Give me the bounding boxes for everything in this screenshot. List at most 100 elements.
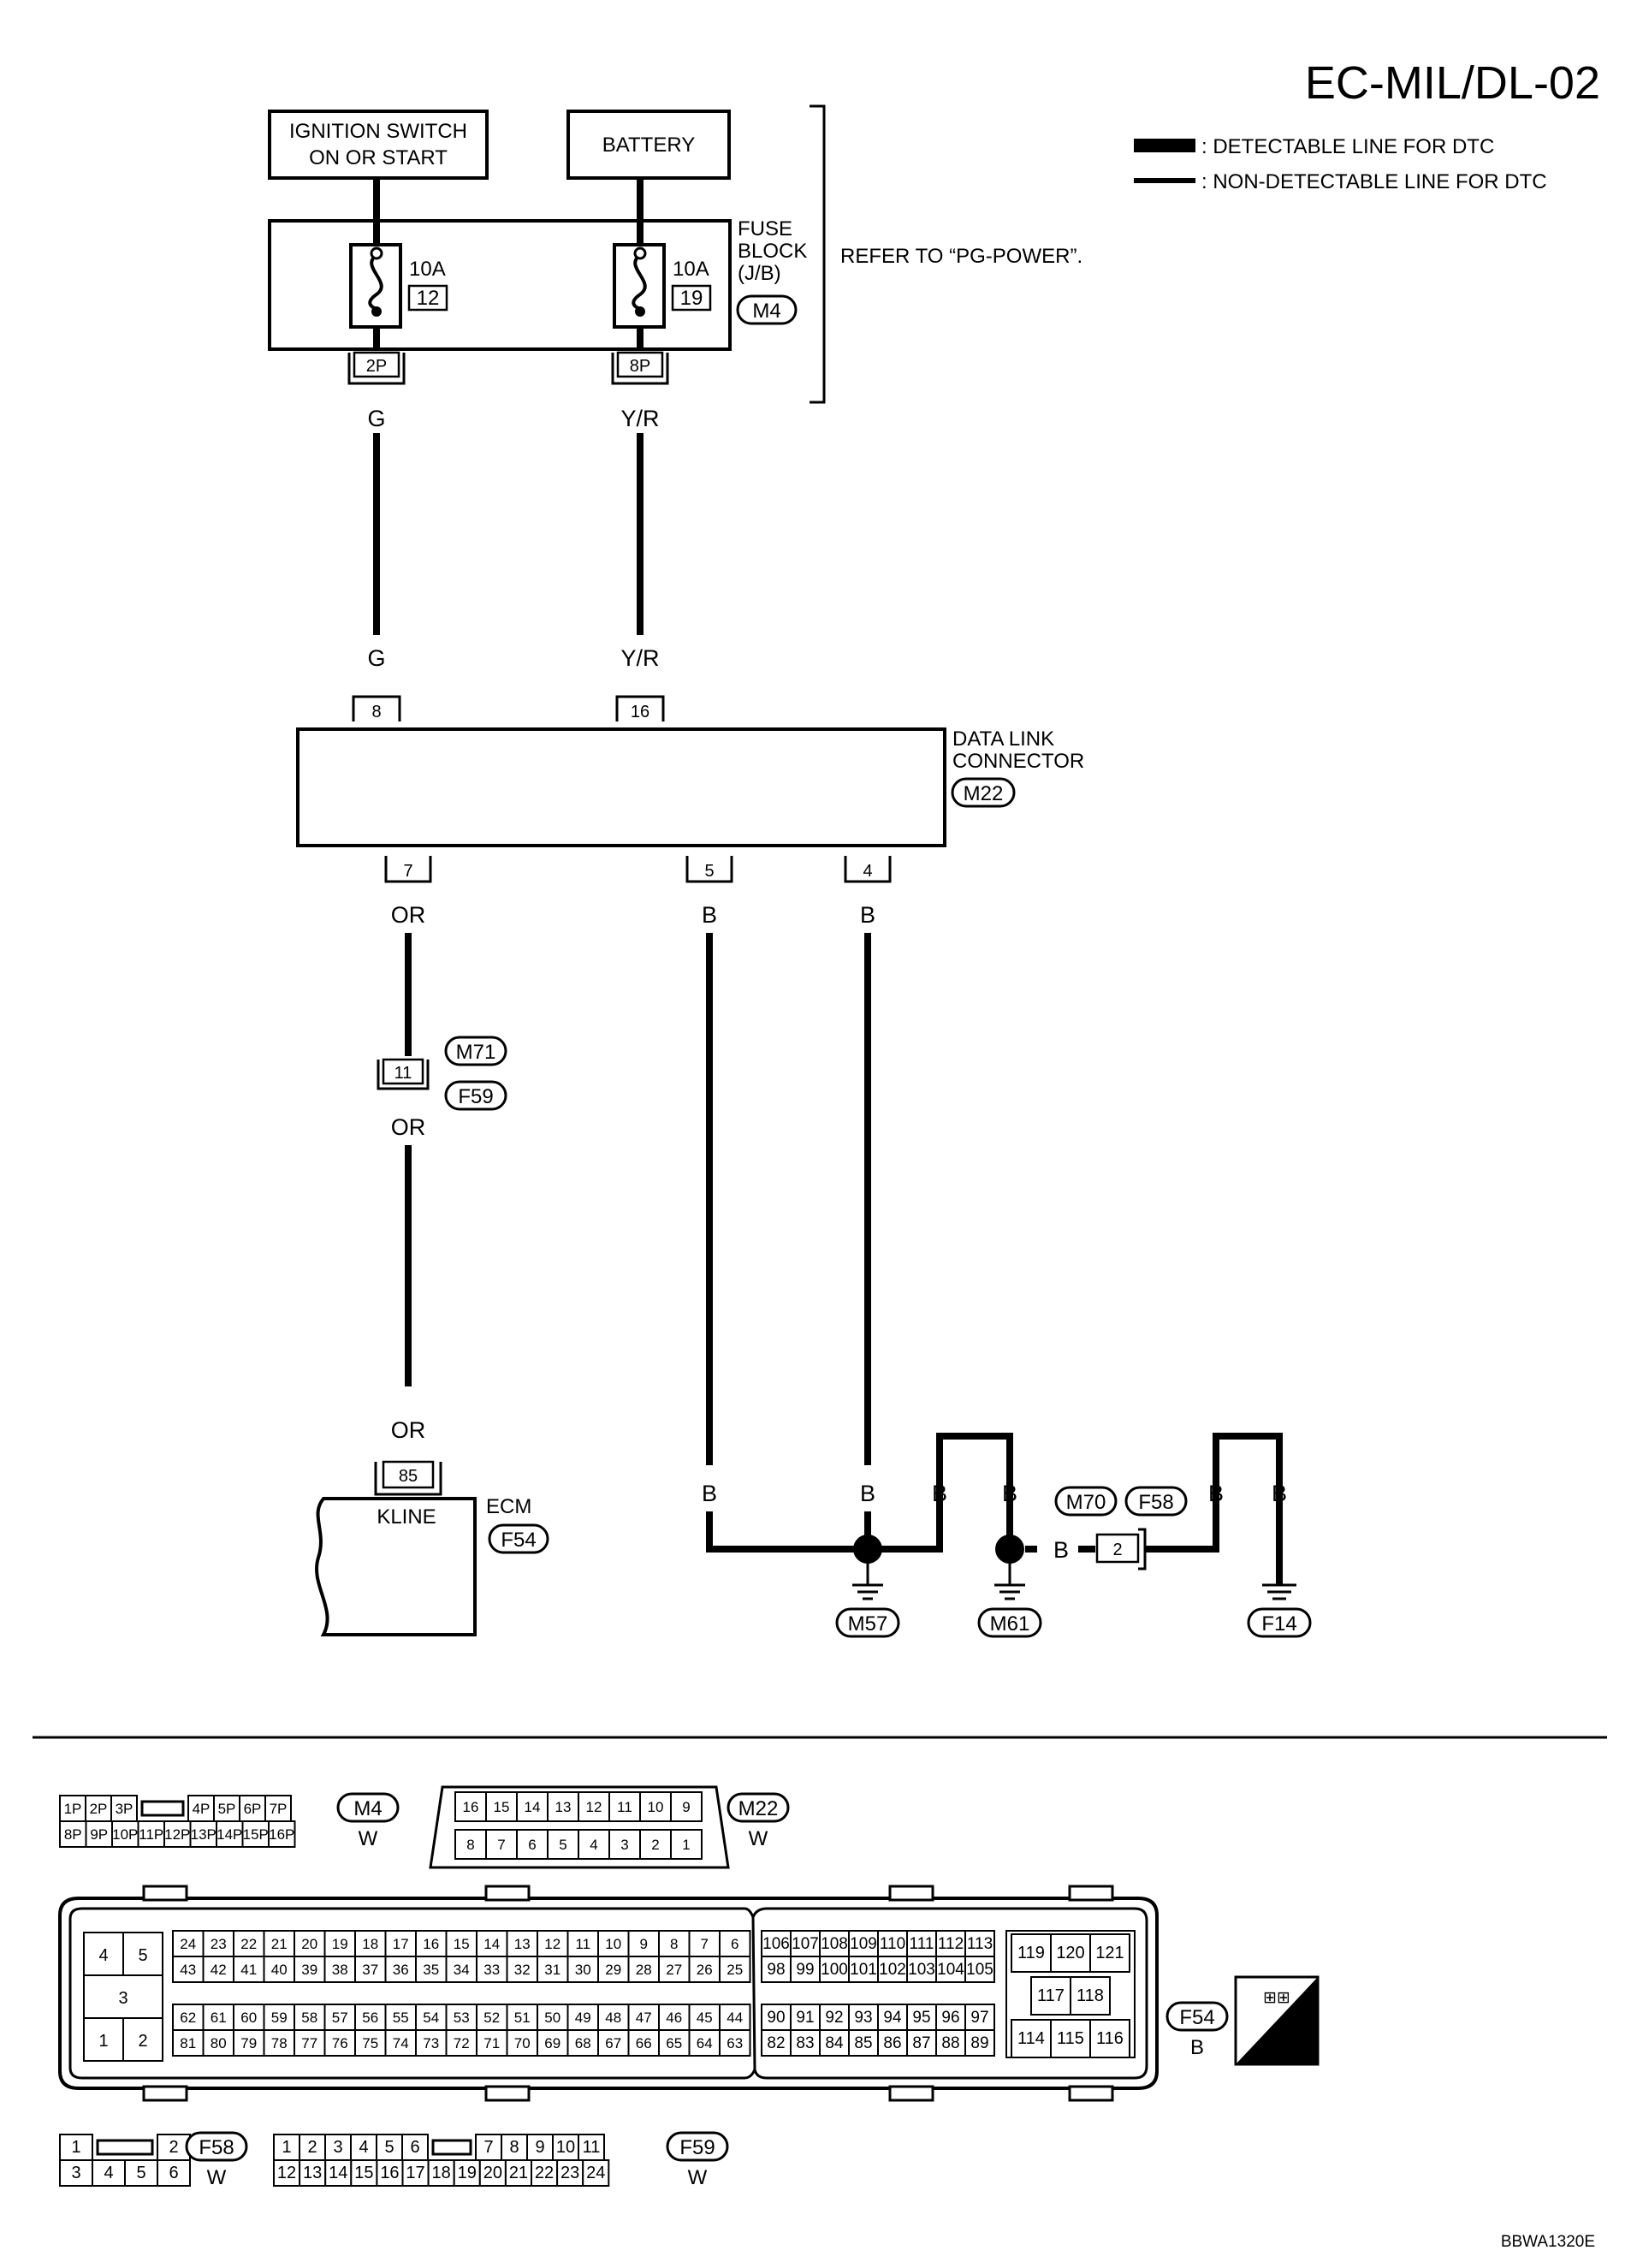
f54-pin: 64: [697, 2035, 713, 2051]
f54-pin: 116: [1096, 2029, 1124, 2048]
ecm-box: [315, 1497, 477, 1636]
f54-pin: 55: [393, 2010, 409, 2026]
f54-pin: 17: [393, 1936, 409, 1952]
f54-pin: 118: [1077, 1986, 1104, 2005]
fuse-block-label-2: BLOCK: [738, 240, 807, 263]
hs-label: H.S.: [1269, 2038, 1309, 2061]
f54-pin: 80: [211, 2035, 227, 2051]
f54-pin: 68: [575, 2035, 591, 2051]
f54-pin: 23: [211, 1936, 227, 1952]
f54-pin: 60: [240, 2010, 257, 2026]
f59-pin: 18: [432, 2164, 451, 2182]
f59-pin: 15: [354, 2164, 373, 2182]
f54-pin: 41: [240, 1962, 257, 1978]
inline-connector-a: M71: [456, 1041, 496, 1064]
f59-pin: 8: [509, 2138, 519, 2157]
ecm-pin-85: 85: [374, 1460, 442, 1496]
m22-pin: 14: [525, 1799, 541, 1815]
f54-pin: 13: [514, 1936, 531, 1952]
f54-pin: 75: [362, 2035, 378, 2051]
f54-pin: 87: [912, 2034, 930, 2052]
m22-pin: 5: [559, 1837, 566, 1853]
fuse-19-number: 19: [680, 287, 703, 310]
dlc-connector: M22: [964, 782, 1004, 805]
f54-pin: 39: [301, 1962, 317, 1978]
wire-color-b-f: B: [1208, 1481, 1224, 1506]
f59-pin: 2: [307, 2138, 317, 2157]
f54-pin: 82: [767, 2034, 785, 2052]
f54-pin: 89: [970, 2034, 988, 2052]
f54-pin: 49: [575, 2010, 591, 2026]
wire-color-b-pin4: B: [860, 902, 875, 928]
m22-pin: 12: [586, 1799, 602, 1815]
f54-pin: 48: [605, 2010, 621, 2026]
m4-pin: 4P: [193, 1801, 211, 1817]
wire-color-or-3: OR: [391, 1417, 426, 1443]
f54-pin: 83: [796, 2034, 814, 2052]
f54-pin: 120: [1056, 1944, 1084, 1962]
f59-pin: 6: [410, 2138, 419, 2157]
f58-pin: 2: [169, 2138, 178, 2157]
f54-pin: 85: [854, 2034, 872, 2052]
dlc-pin-8-label: 8: [371, 703, 381, 721]
ecm-connector: F54: [501, 1529, 536, 1552]
fuse-block-label-3: (J/B): [738, 262, 781, 285]
f59-pin: 24: [586, 2164, 605, 2182]
wire-b-loop-1: [936, 1433, 1013, 1511]
ground-f14-badge: [1247, 1607, 1312, 1638]
dlc-pin-4-label: 4: [863, 862, 872, 881]
f54-pin: 104: [937, 1961, 964, 1979]
ecm-label: ECM: [486, 1495, 531, 1518]
ground-m57-splice: [853, 1535, 882, 1564]
inline-connector-b-badge: [444, 1080, 507, 1111]
f54-pin: 84: [825, 2034, 844, 2052]
battery-box: BATTERY: [566, 110, 731, 180]
f54-shell: [58, 1897, 1159, 2090]
wire-color-b-c: B: [932, 1481, 947, 1506]
f54-pin: 108: [821, 1935, 848, 1953]
f58-name: F58: [199, 2136, 234, 2159]
f54-pin: 16: [423, 1936, 439, 1952]
dlc-pin-4: 4: [844, 856, 892, 883]
f54-pin: 61: [211, 2010, 227, 2026]
m22-pin: 16: [463, 1799, 479, 1815]
connector-m70-f58-pin: 2: [1112, 1541, 1122, 1559]
f54-pin: 70: [514, 2035, 531, 2051]
f58-pin: 5: [136, 2164, 145, 2182]
f59-pin: 10: [556, 2138, 575, 2157]
f54-pin: 21: [271, 1936, 288, 1952]
f54-pin: 114: [1017, 2029, 1045, 2048]
f54-pin: 8: [670, 1936, 678, 1952]
m4-pin: 2P: [90, 1801, 108, 1817]
ground-f14-label: F14: [1261, 1612, 1296, 1636]
f59-name: F59: [679, 2136, 715, 2159]
f54-pin: 30: [575, 1962, 591, 1978]
f54-pin: 69: [544, 2035, 560, 2051]
m22-pin: 15: [494, 1799, 510, 1815]
fuse-block-label-1: FUSE: [738, 217, 792, 240]
f58-latch: [96, 2139, 154, 2156]
data-link-connector: [296, 727, 946, 847]
f54-pin: 37: [362, 1962, 378, 1978]
m4-pin: 14P: [216, 1826, 242, 1843]
f59-pin: 23: [560, 2164, 579, 2182]
m22-pin: 8: [466, 1837, 474, 1853]
m22-color: W: [749, 1827, 768, 1850]
f54-pin: 65: [666, 2035, 682, 2051]
f54-pin: 62: [180, 2010, 196, 2026]
dlc-pin-16: 16: [615, 695, 665, 721]
f54-pin: 51: [514, 2010, 531, 2026]
f54-pin: 119: [1017, 1944, 1045, 1962]
fuse-block-connector: M4: [752, 300, 780, 323]
f54-pin: 35: [423, 1962, 439, 1978]
ecm-pin-85-label: 85: [399, 1467, 418, 1486]
ignition-switch-box: IGNITION SWITCH ON OR START: [268, 110, 489, 180]
f54-pin: 5: [138, 1946, 147, 1965]
fuse-pin-2p-label: 2P: [366, 357, 387, 376]
f54-pin: 103: [908, 1961, 935, 1979]
f54-pin: 10: [605, 1936, 621, 1952]
f54-pin: 38: [332, 1962, 348, 1978]
